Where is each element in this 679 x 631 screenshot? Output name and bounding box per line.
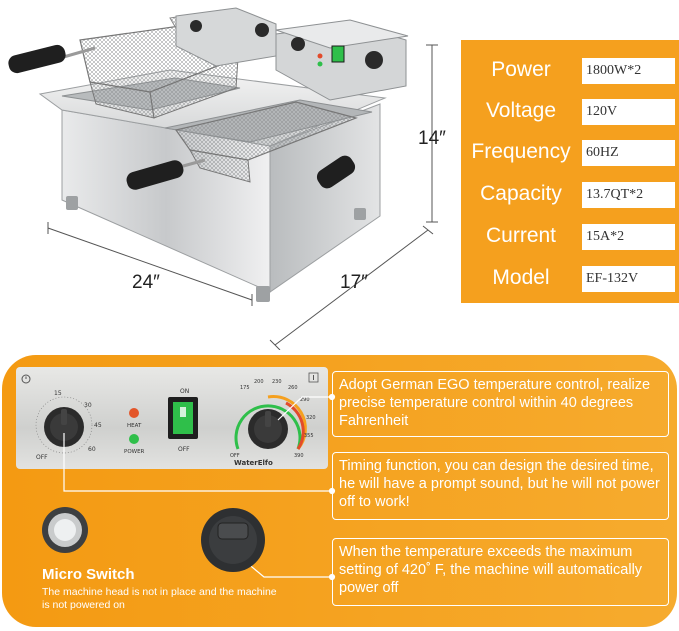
switch-off-label: OFF <box>178 446 190 453</box>
micro-switch-title: Micro Switch <box>42 566 135 583</box>
feature-overheat-protection: When the temperature exceeds the maximum… <box>332 538 669 606</box>
feature-text: When the temperature exceeds the maximum… <box>339 544 643 596</box>
right-fry-basket <box>174 101 358 183</box>
temp-tick: 175 <box>240 385 250 391</box>
micro-switch-image <box>42 507 88 553</box>
right-basket-handle <box>126 158 206 190</box>
spec-row-power: Power 1800W*2 <box>461 52 679 88</box>
temp-tick: 355 <box>304 433 314 439</box>
temp-tick: 200 <box>254 379 264 385</box>
spec-row-voltage: Voltage 120V <box>461 93 679 129</box>
spec-value: 13.7QT*2 <box>582 182 675 208</box>
spec-value: 1800W*2 <box>582 58 675 84</box>
control-head-right <box>275 19 409 101</box>
control-board-closeup: 15 30 45 60 OFF HEAT POWER ON OFF <box>16 367 328 469</box>
spec-table: Power 1800W*2 Voltage 120V Frequency 60H… <box>461 40 679 303</box>
feature-temperature-control: Adopt German EGO temperature control, re… <box>332 371 669 437</box>
timer-tick: 15 <box>54 390 62 397</box>
temp-tick: 390 <box>294 453 304 459</box>
fryer-product-image <box>8 7 438 350</box>
power-indicator-light <box>129 434 139 444</box>
micro-switch-note: The machine head is not in place and the… <box>42 586 277 611</box>
thermometer-icon <box>308 372 319 383</box>
temp-tick: 320 <box>306 415 316 421</box>
spec-label: Current <box>485 224 557 247</box>
overheat-reset-knob-image <box>201 508 265 572</box>
spec-label: Capacity <box>480 182 562 205</box>
feature-timer: Timing function, you can design the desi… <box>332 452 669 520</box>
clock-icon <box>21 374 31 384</box>
height-dimension: 14″ <box>418 128 446 149</box>
brand-logo-text: WaterElfo <box>234 459 273 467</box>
switch-on-label: ON <box>180 388 189 395</box>
spec-value: 120V <box>582 99 675 125</box>
side-carry-handle <box>316 155 356 189</box>
timer-tick: OFF <box>36 454 48 461</box>
feature-text: Adopt German EGO temperature control, re… <box>339 377 651 429</box>
spec-label: Voltage <box>485 99 557 122</box>
power-indicator-label: POWER <box>124 449 145 455</box>
timer-tick: 45 <box>94 422 102 429</box>
spec-row-model: Model EF-132V <box>461 260 679 296</box>
left-basket-handle <box>8 44 96 74</box>
spec-label: Frequency <box>471 140 571 163</box>
fryer-feet <box>66 196 366 302</box>
control-board-graphic: 15 30 45 60 OFF HEAT POWER ON OFF <box>21 372 319 467</box>
depth-dimension: 17″ <box>340 272 368 293</box>
temp-tick: 260 <box>288 385 298 391</box>
heat-indicator-light <box>129 408 139 418</box>
spec-value: 60HZ <box>582 140 675 166</box>
heat-indicator-label: HEAT <box>127 423 142 429</box>
spec-row-frequency: Frequency 60HZ <box>461 134 679 170</box>
dimension-lines <box>47 44 438 350</box>
feature-text: Timing function, you can design the desi… <box>339 458 660 510</box>
feature-panel: 15 30 45 60 OFF HEAT POWER ON OFF <box>2 355 677 627</box>
timer-tick: 60 <box>88 446 96 453</box>
spec-label: Power <box>491 58 551 81</box>
temp-tick: 230 <box>272 379 282 385</box>
spec-row-current: Current 15A*2 <box>461 218 679 254</box>
spec-value: 15A*2 <box>582 224 675 250</box>
temperature-knob <box>234 395 307 450</box>
spec-value: EF-132V <box>582 266 675 292</box>
spec-row-capacity: Capacity 13.7QT*2 <box>461 176 679 212</box>
width-dimension: 24″ <box>132 272 160 293</box>
temp-tick: 290 <box>300 397 310 403</box>
timer-tick: 30 <box>84 402 92 409</box>
spec-label: Model <box>492 266 550 289</box>
